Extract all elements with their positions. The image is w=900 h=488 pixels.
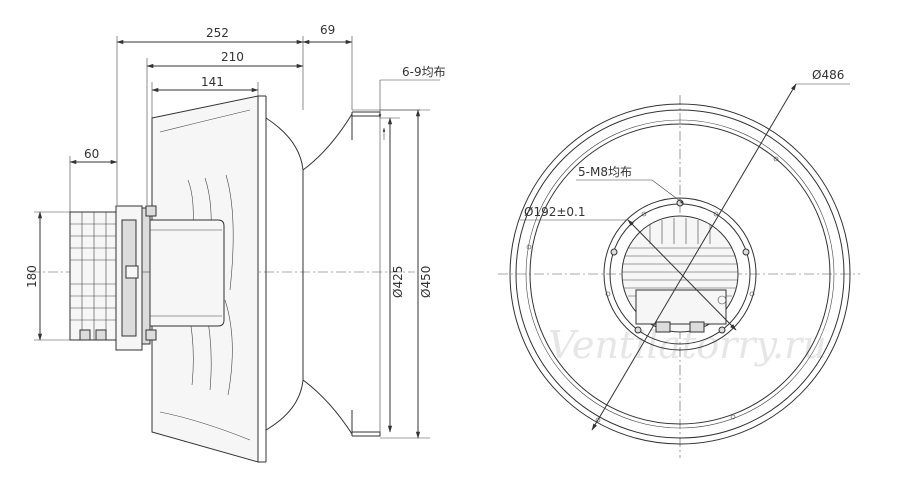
cable-gland (689, 321, 705, 333)
mount-hole (526, 244, 532, 250)
dim-outer-diameter: Ø450 (419, 266, 433, 298)
motor-rotor (149, 219, 225, 327)
dim-outer-diameter-front: Ø486 (812, 68, 844, 82)
dim-motor-circle: Ø192±0.1 (524, 205, 586, 219)
thread-hole (634, 326, 642, 334)
cable-gland (655, 321, 671, 333)
dim-inlet-depth: 210 (221, 50, 244, 64)
thread-hole (718, 326, 726, 334)
dim-overall-depth: 252 (206, 26, 229, 40)
dim-flange-width: 69 (320, 23, 335, 37)
dim-motor-overhang: 60 (84, 147, 99, 161)
cable-gland (95, 329, 107, 341)
dim-inner-diameter: Ø425 (391, 266, 405, 298)
thread-hole (610, 248, 618, 256)
thread-hole (742, 248, 750, 256)
dim-impeller-depth: 141 (201, 75, 224, 89)
dim-line-192 (627, 219, 737, 331)
note-mounting-holes: 6-9均布 (402, 65, 446, 79)
dim-motor-height: 180 (25, 265, 39, 288)
front-view: Ø486 5-M8均布 Ø192±0.1 (498, 68, 860, 458)
heat-sink (69, 211, 117, 341)
cable-gland (79, 329, 91, 341)
side-view: 252 69 210 141 60 180 (25, 23, 446, 463)
electronics-box (635, 289, 727, 325)
note-thread-holes: 5-M8均布 (578, 165, 632, 179)
